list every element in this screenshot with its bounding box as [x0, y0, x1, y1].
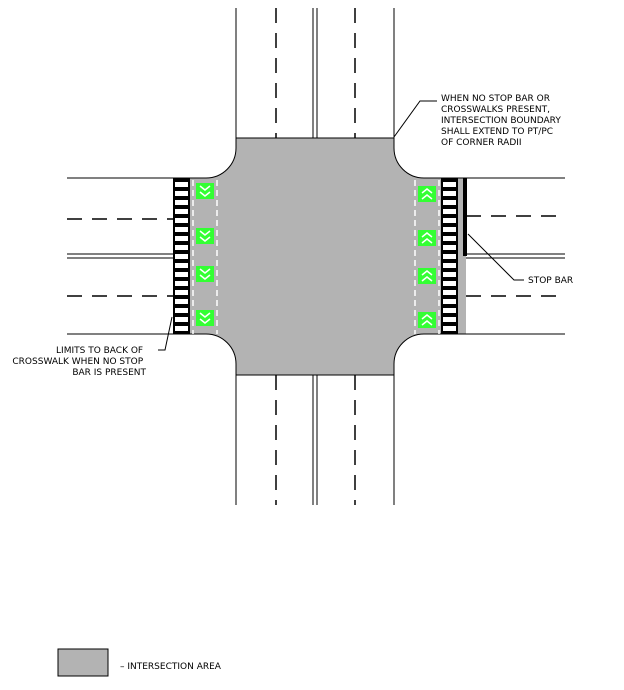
chevron-down-icon — [196, 228, 214, 244]
crosswalk-bar — [175, 281, 188, 286]
crosswalk-bar — [443, 254, 456, 259]
crosswalk-bar — [443, 182, 456, 187]
crosswalk-bar — [443, 200, 456, 205]
chevron-up-icon — [418, 312, 436, 328]
leader-lines — [158, 100, 524, 351]
crosswalk-bar — [175, 290, 188, 295]
chevron-down-icon — [196, 310, 214, 326]
crosswalk-bar — [443, 281, 456, 286]
crosswalk-bar — [443, 317, 456, 322]
markers-right — [418, 186, 436, 328]
crosswalk-bar — [443, 272, 456, 277]
chevron-up-icon — [418, 186, 436, 202]
crosswalk-bar — [443, 191, 456, 196]
crosswalk-bar — [175, 245, 188, 250]
crosswalk-bar — [175, 308, 188, 313]
lane-lines — [67, 8, 565, 505]
center-lines — [67, 8, 565, 505]
legend: – INTERSECTION AREA — [57, 648, 222, 677]
crosswalk-note: LIMITS TO BACK OF CROSSWALK WHEN NO STOP… — [12, 346, 146, 378]
markers-left — [196, 183, 214, 326]
crosswalk-bar — [443, 209, 456, 214]
crosswalk-bar — [443, 308, 456, 313]
crosswalk-bar — [175, 191, 188, 196]
stop-bar — [463, 178, 467, 256]
crosswalk-bar — [175, 236, 188, 241]
crosswalk-west — [173, 178, 190, 334]
crosswalk-bar — [175, 326, 188, 331]
intersection-area — [173, 138, 466, 375]
road-edges — [67, 8, 565, 505]
crosswalk-bar — [443, 218, 456, 223]
chevron-down-icon — [196, 183, 214, 199]
crosswalk-bar — [175, 263, 188, 268]
crosswalk-bar — [443, 263, 456, 268]
crosswalk-bar — [175, 200, 188, 205]
crosswalk-bar — [443, 299, 456, 304]
crosswalk-bar — [175, 209, 188, 214]
legend-label: – INTERSECTION AREA — [120, 662, 222, 672]
chevron-up-icon — [418, 268, 436, 284]
stop-bar-note: STOP BAR — [528, 276, 573, 286]
legend-swatch — [57, 648, 109, 677]
crosswalk-bar — [175, 317, 188, 322]
crosswalk-bar — [443, 245, 456, 250]
crosswalk-bar — [175, 218, 188, 223]
white-dash-lines — [192, 180, 440, 334]
crosswalk-bar — [443, 236, 456, 241]
chevron-down-icon — [196, 266, 214, 282]
crosswalk-east — [441, 178, 458, 334]
chevron-up-icon — [418, 230, 436, 246]
crosswalk-bar — [175, 182, 188, 187]
crosswalk-bar — [443, 326, 456, 331]
crosswalk-bar — [175, 299, 188, 304]
boundary-note: WHEN NO STOP BAR OR CROSSWALKS PRESENT, … — [441, 94, 564, 148]
crosswalk-bar — [175, 254, 188, 259]
crosswalk-bar — [443, 290, 456, 295]
crosswalk-bar — [175, 272, 188, 277]
crosswalk-bar — [443, 227, 456, 232]
crosswalk-bar — [175, 227, 188, 232]
